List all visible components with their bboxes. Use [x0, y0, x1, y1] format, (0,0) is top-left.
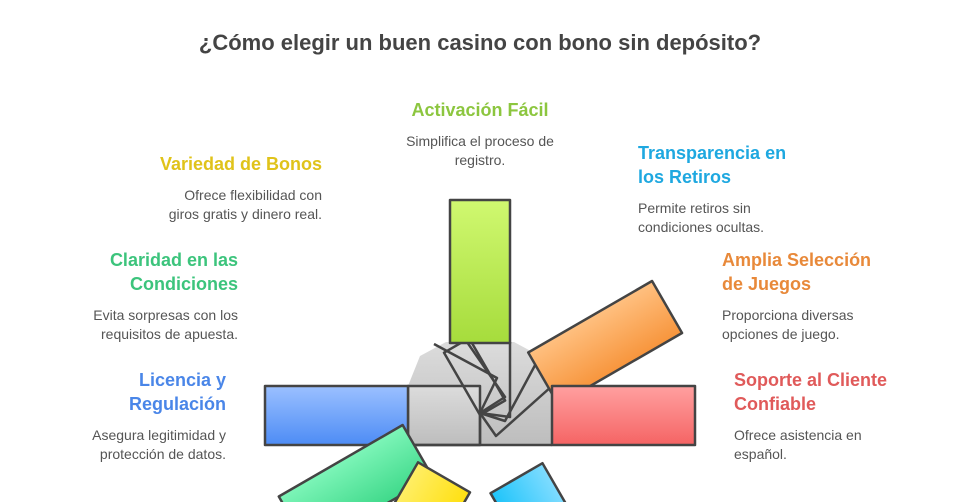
item-description: Simplifica el proceso de registro. [406, 133, 554, 168]
bar-seleccion [526, 279, 684, 406]
item-title: Soporte al Cliente Confiable [734, 370, 888, 414]
item-seleccion: Amplia Selección de Juegos Proporciona d… [722, 248, 952, 344]
item-description: Proporciona diversas opciones de juego. [722, 307, 854, 342]
item-title: Transparencia en los Retiros [638, 143, 787, 187]
item-title: Variedad de Bonos [159, 154, 322, 174]
item-title: Claridad en las Condiciones [109, 250, 238, 294]
item-description: Permite retiros sin condiciones ocultas. [638, 200, 765, 235]
item-title: Activación Fácil [411, 100, 549, 120]
item-soporte: Soporte al Cliente Confiable Ofrece asis… [734, 368, 960, 464]
bar-soporte [550, 384, 697, 447]
item-claridad: Claridad en las Condiciones Evita sorpre… [8, 248, 238, 344]
item-transparencia: Transparencia en los Retiros Permite ret… [638, 141, 868, 237]
pinwheel-lines [408, 341, 553, 447]
item-variedad: Variedad de Bonos Ofrece flexibilidad co… [92, 152, 322, 224]
page-title: ¿Cómo elegir un buen casino con bono sin… [198, 30, 762, 55]
item-description: Ofrece asistencia en español. [734, 427, 862, 462]
bar-variedad [345, 461, 472, 502]
bar-transparencia [489, 461, 616, 502]
item-activacion: Activación Fácil Simplifica el proceso d… [365, 98, 595, 170]
bar-activacion [448, 198, 512, 345]
item-licencia: Licencia y Regulación Asegura legitimida… [0, 368, 226, 464]
item-title: Amplia Selección de Juegos [722, 250, 872, 294]
item-title: Licencia y Regulación [128, 370, 226, 414]
bar-claridad [277, 423, 434, 502]
item-description: Evita sorpresas con los requisitos de ap… [93, 307, 238, 342]
item-description: Asegura legitimidad y protección de dato… [92, 427, 226, 462]
item-description: Ofrece flexibilidad con giros gratis y d… [168, 187, 322, 222]
